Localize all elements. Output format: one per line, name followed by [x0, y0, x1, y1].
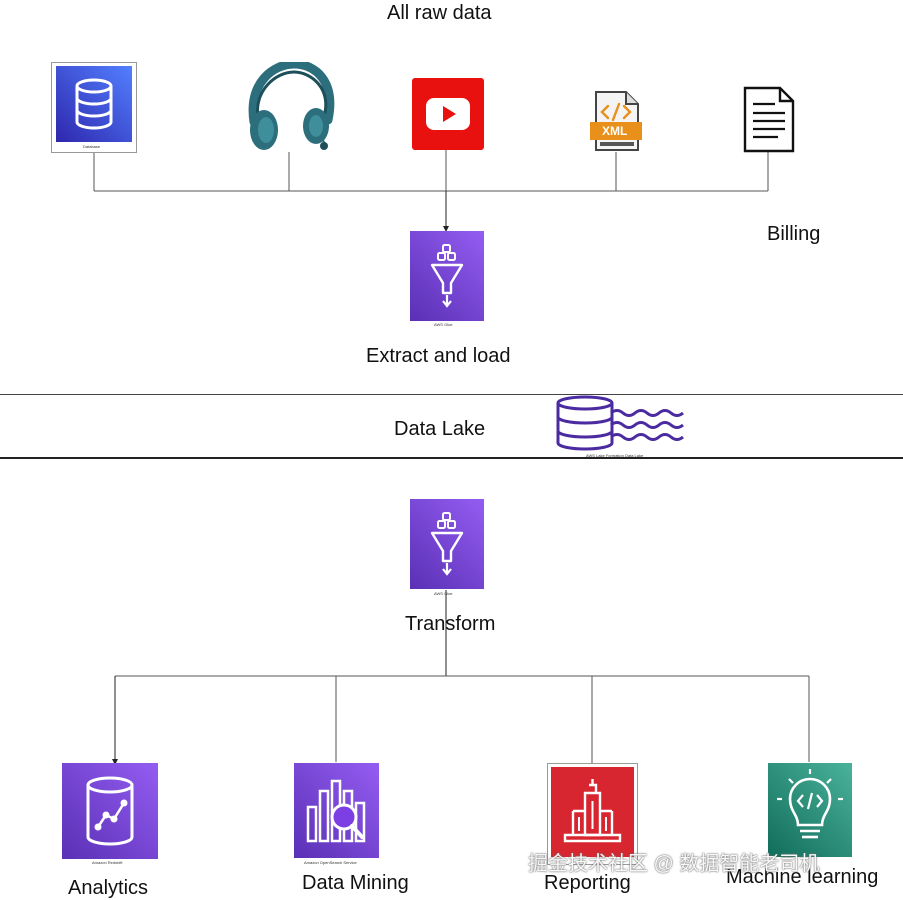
- extract-label: Extract and load: [366, 345, 511, 367]
- reporting-label: Reporting: [544, 872, 631, 894]
- database-caption: Database: [83, 144, 101, 149]
- lake-bottom-border: [0, 457, 903, 459]
- all-raw-data-title: All raw data: [387, 2, 492, 24]
- extract-caption: AWS Glue: [434, 322, 453, 327]
- xml-file-icon[interactable]: [588, 90, 644, 152]
- database-source-node[interactable]: Database: [51, 62, 137, 153]
- redshift-icon: [86, 776, 134, 846]
- lightbulb-code-icon: [777, 769, 843, 839]
- transform-glue-node[interactable]: [410, 499, 484, 589]
- data-lake-label: Data Lake: [394, 418, 486, 440]
- transform-label: Transform: [405, 613, 496, 635]
- machine-learning-label: Machine learning: [726, 866, 879, 888]
- opensearch-icon: [306, 779, 366, 843]
- lake-top-border: [0, 394, 903, 395]
- reporting-node[interactable]: [547, 763, 638, 865]
- glue-funnel-icon: [430, 244, 464, 308]
- mining-caption: Amazon OpenSearch Service: [304, 860, 357, 865]
- youtube-source-node[interactable]: [412, 78, 484, 150]
- analytics-label: Analytics: [68, 877, 149, 899]
- data-mining-label: Data Mining: [302, 872, 409, 894]
- redshift-analytics-node[interactable]: [62, 763, 158, 859]
- document-icon[interactable]: [742, 86, 796, 154]
- lake-caption: AWS Lake Formation Data Lake: [586, 453, 644, 458]
- lake-formation-icon[interactable]: [555, 395, 687, 451]
- billing-label: Billing: [767, 223, 821, 245]
- xml-badge-text: XML: [602, 124, 628, 138]
- ml-node[interactable]: [768, 763, 852, 857]
- watermark-text: 掘金技术社区 @ 数据智能老司机: [528, 853, 820, 875]
- glue-funnel-icon: [430, 512, 464, 576]
- extract-glue-node[interactable]: [410, 231, 484, 321]
- database-icon: [56, 66, 132, 142]
- transform-caption: AWS Glue: [434, 591, 453, 596]
- headset-icon[interactable]: [244, 62, 336, 154]
- opensearch-mining-node[interactable]: [294, 763, 379, 858]
- reporting-building-icon: [551, 767, 634, 857]
- analytics-caption: Amazon Redshift: [92, 860, 123, 865]
- youtube-play-icon: [426, 98, 470, 130]
